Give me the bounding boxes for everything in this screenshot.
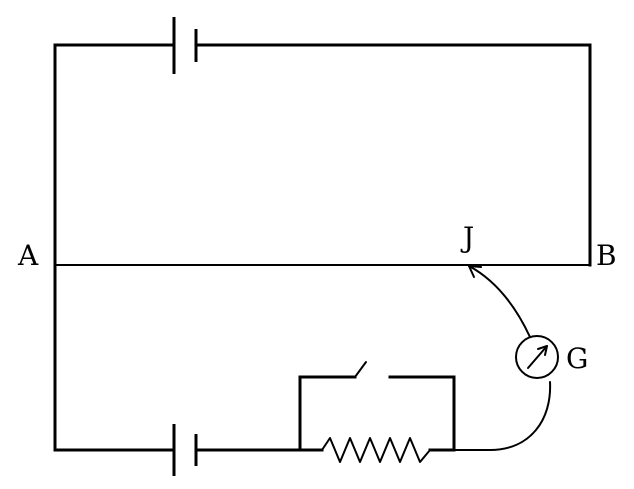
label-g: G xyxy=(566,342,588,375)
secondary-circuit xyxy=(53,263,559,476)
switch-icon xyxy=(354,361,367,378)
driver-cell-icon xyxy=(172,17,198,74)
primary-circuit xyxy=(53,17,592,267)
label-a: A xyxy=(17,239,39,272)
secondary-wire-left xyxy=(53,263,176,452)
label-j: J xyxy=(460,221,474,254)
primary-wire-right xyxy=(194,43,592,267)
galvanometer-icon xyxy=(515,335,559,379)
key-branch-left xyxy=(298,375,357,452)
test-cell-icon xyxy=(172,424,198,476)
jockey-arrow-icon xyxy=(468,265,482,278)
jockey-lead xyxy=(468,265,531,338)
label-b: B xyxy=(596,239,617,272)
galvanometer-lead-lower xyxy=(453,381,552,451)
primary-wire-left xyxy=(53,43,176,267)
key-branch-right xyxy=(388,375,456,452)
resistor-icon xyxy=(321,437,431,463)
